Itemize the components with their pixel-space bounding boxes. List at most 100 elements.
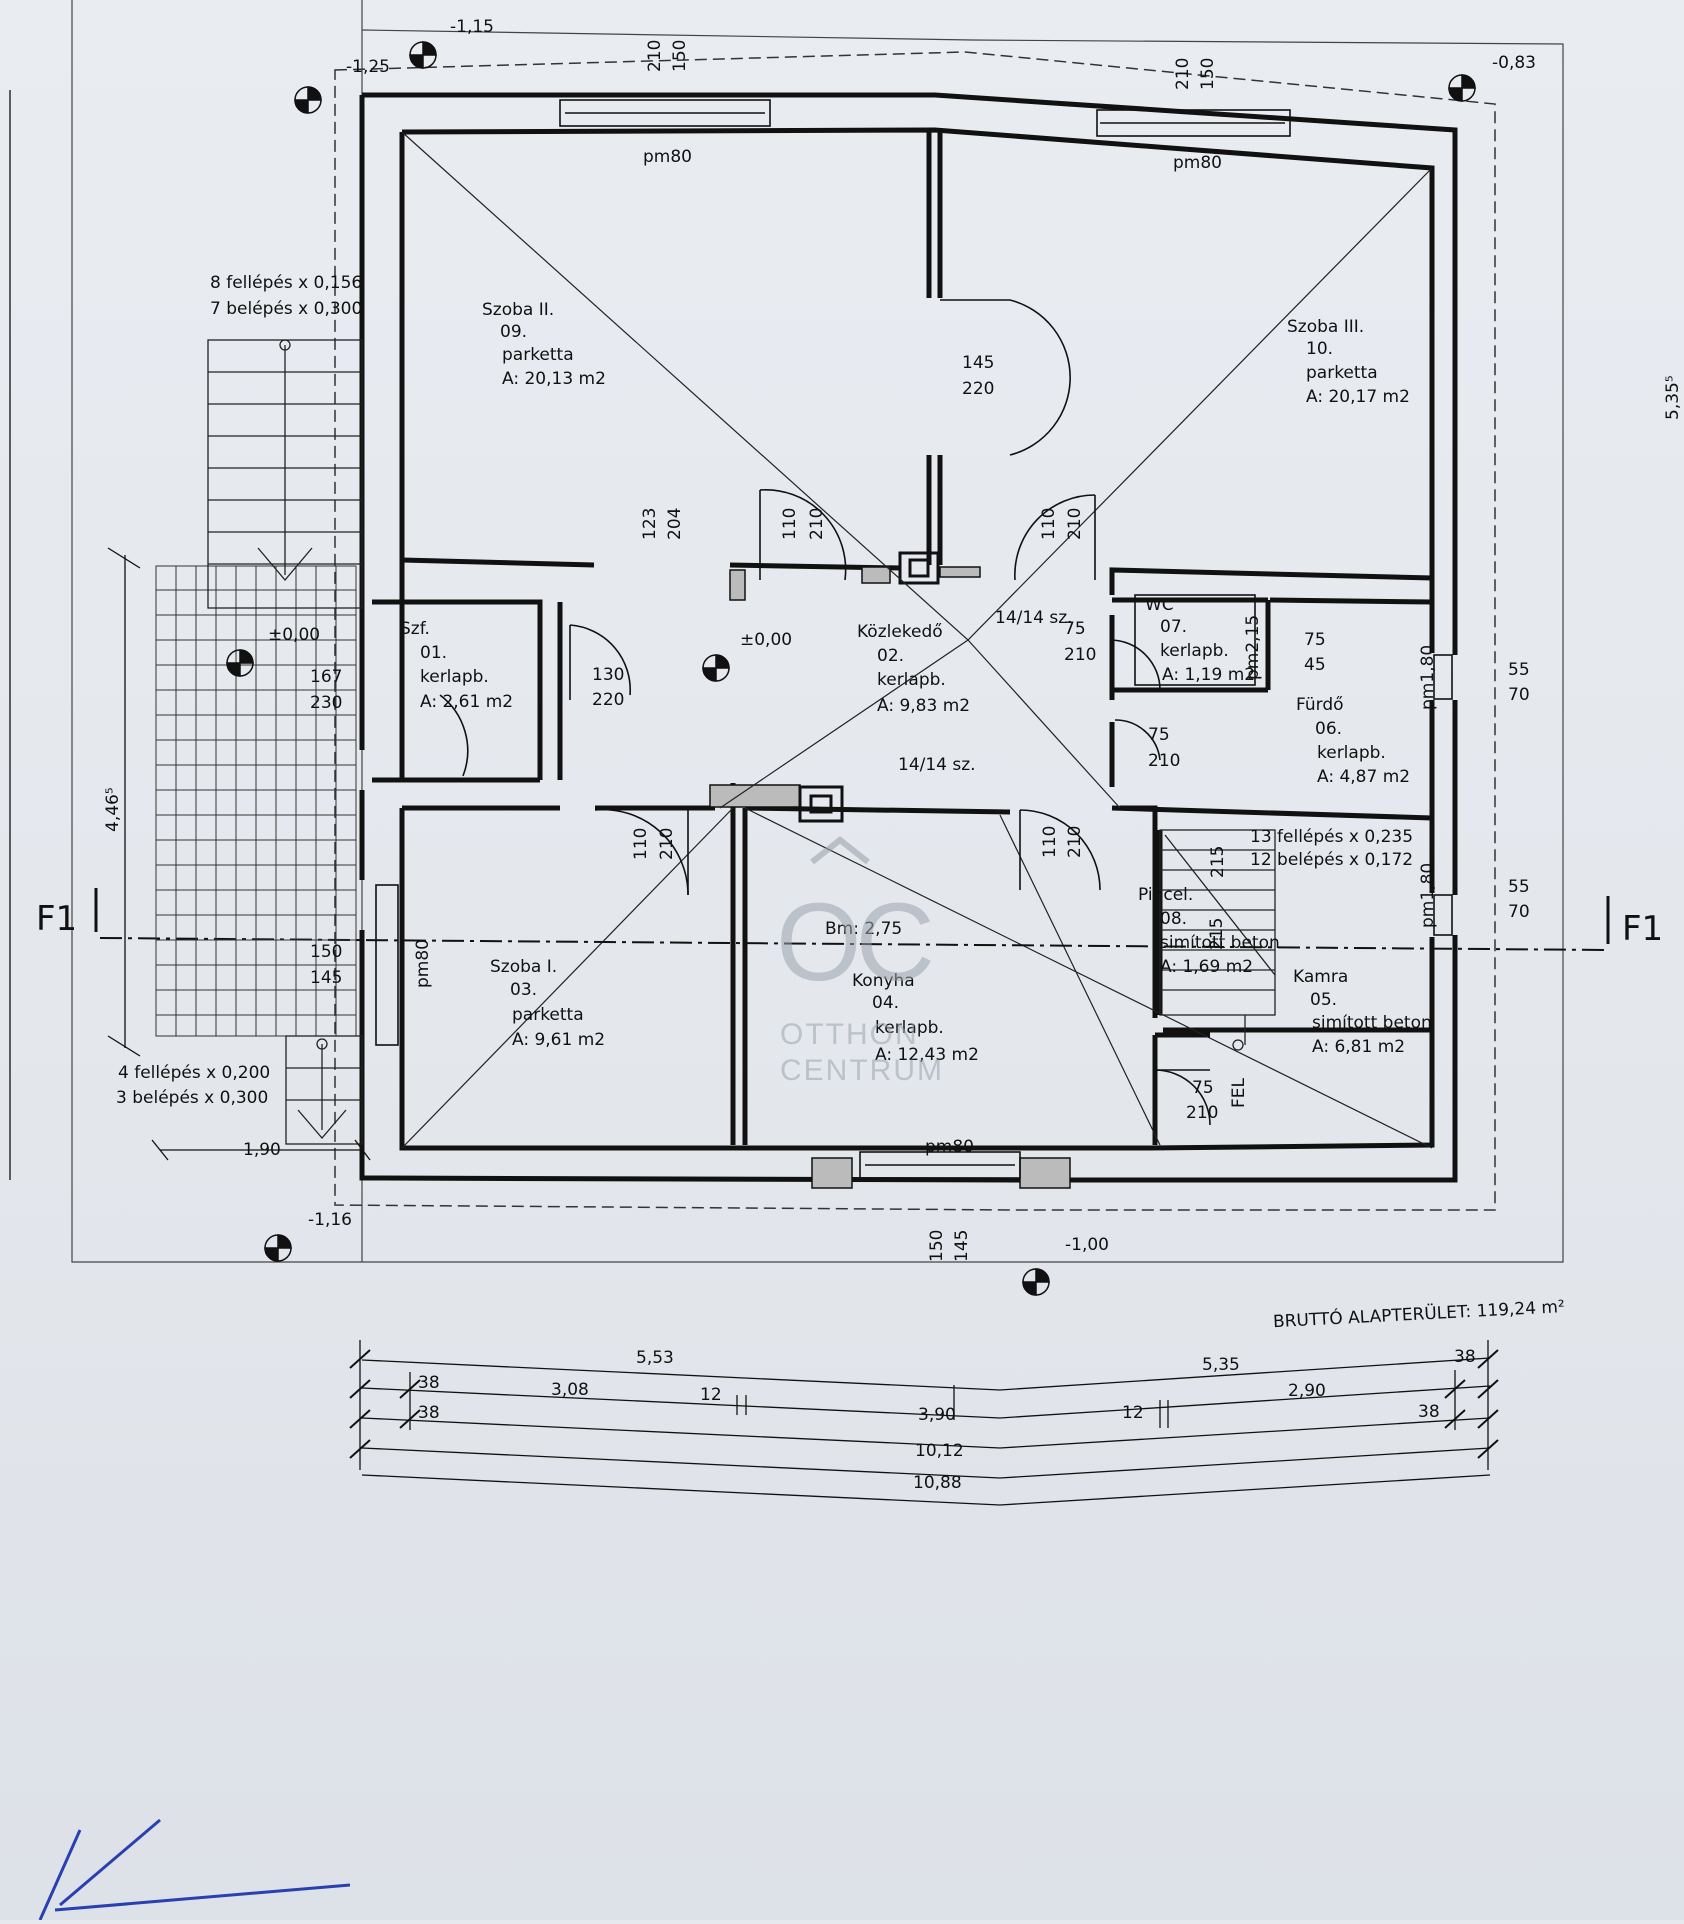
window-dim-pm180a: pm1,80 — [1418, 645, 1438, 710]
watermark-logo: OC — [776, 881, 932, 1004]
door-dim-d5-h: 210 — [1064, 645, 1096, 665]
door-dim-d7-w: 167 — [310, 667, 342, 687]
window-dim-d13-w: 55 — [1508, 660, 1530, 680]
door-dim-d7-h: 230 — [310, 693, 342, 713]
window-dim-d15-h: 145 — [310, 968, 342, 988]
room-name: Szoba III. — [1287, 317, 1364, 337]
watermark-line2: CENTRUM — [780, 1054, 944, 1087]
room-floor: kerlapb. — [877, 670, 946, 690]
stairs-inner-rise: 13 fellépés x 0,235 — [1250, 827, 1413, 847]
chimney-label-bottom: 14/14 sz. — [898, 755, 976, 775]
door-dim-d12-w: 75 — [1304, 630, 1326, 650]
offset-bl: -1,16 — [308, 1210, 352, 1230]
door-dim-d4-w: 123 — [640, 508, 660, 540]
room-floor: kerlapb. — [875, 1018, 944, 1038]
room-pince: Pincel. 08. simított beton A: 1,69 m2 — [1138, 885, 1280, 977]
room-number: 09. — [500, 322, 527, 342]
offset-tr: -0,83 — [1492, 53, 1536, 73]
door-dim-d6-h: 220 — [592, 690, 624, 710]
room-szoba-3: Szoba III. 10. parketta A: 20,17 m2 — [1287, 317, 1410, 407]
room-area: A: 1,69 m2 — [1160, 957, 1253, 977]
room-area: A: 12,43 m2 — [875, 1045, 979, 1065]
room-szf: Szf. 01. kerlapb. A: 2,61 m2 — [400, 619, 513, 712]
door-dim-d3-h: 210 — [1065, 508, 1085, 540]
room-number: 06. — [1315, 719, 1342, 739]
windows — [375, 99, 1453, 1179]
dim-row3a: 38 — [418, 1403, 440, 1423]
dim-row1a: 5,53 — [636, 1348, 674, 1368]
stairs-bottom-rise: 4 fellépés x 0,200 — [118, 1063, 270, 1083]
section-label-left: F1 — [36, 899, 77, 939]
room-number: 10. — [1306, 339, 1333, 359]
room-area: A: 9,83 m2 — [877, 696, 970, 716]
dim-row2f: 38 — [1418, 1402, 1440, 1422]
dim-row5: 10,88 — [913, 1473, 962, 1493]
otthon-centrum-watermark: OC OTTHON CENTRUM — [776, 836, 944, 1087]
door-dim-d9-w: 110 — [631, 828, 651, 860]
ceiling-height: Bm: 2,75 — [825, 919, 902, 939]
dim-right-height: 5,35⁵ — [1663, 375, 1683, 420]
door-swings — [439, 299, 1211, 1126]
room-number: 08. — [1160, 909, 1187, 929]
stairs-up-label: FEL — [1229, 1077, 1249, 1108]
chimney-label-top: 14/14 sz. — [995, 608, 1073, 628]
dim-row3b: 3,90 — [918, 1405, 956, 1425]
window-dim-d17-h: 150 — [1198, 58, 1218, 90]
room-diagonals — [401, 131, 1433, 1149]
window-dim-d18-h: 145 — [952, 1230, 972, 1262]
signature-mark — [38, 1818, 351, 1921]
room-floor: parketta — [1306, 363, 1378, 383]
room-name: WC — [1145, 595, 1174, 615]
window-dim-d16-h: 150 — [670, 40, 690, 72]
door-dim-d8-w: 75 — [1148, 725, 1170, 745]
dim-row2d: 12 — [1122, 1403, 1144, 1423]
dimension-ticks — [349, 1349, 1499, 1459]
section-ticks — [94, 888, 1610, 944]
room-number: 04. — [872, 993, 899, 1013]
door-dim-d12-h: 45 — [1304, 655, 1326, 675]
window-dim-wc: pm2,15 — [1243, 615, 1263, 680]
room-name: Kamra — [1293, 967, 1348, 987]
room-number: 02. — [877, 646, 904, 666]
window-dim-d17-w: 210 — [1173, 58, 1193, 90]
room-floor: kerlapb. — [420, 667, 489, 687]
window-dim-d13-h: 70 — [1508, 685, 1530, 705]
room-number: 03. — [510, 980, 537, 1000]
room-area: A: 1,19 m2 — [1162, 665, 1255, 685]
room-name: Pincel. — [1138, 885, 1193, 905]
room-name: Konyha — [852, 971, 915, 991]
dim-left-height: 4,46⁵ — [103, 787, 123, 832]
room-szoba-1: Szoba I. 03. parketta A: 9,61 m2 — [490, 957, 605, 1050]
outside-stairs — [207, 339, 363, 1145]
room-floor: parketta — [502, 345, 574, 365]
window-dim-pm180b: pm1,80 — [1418, 863, 1438, 928]
room-kamra: Kamra 05. simított beton A: 6,81 m2 — [1293, 967, 1432, 1057]
room-area: A: 20,13 m2 — [502, 369, 606, 389]
door-dim-d20: 215 — [1207, 918, 1227, 950]
dim-row4: 10,12 — [915, 1441, 964, 1461]
door-dim-d11-h: 210 — [1186, 1103, 1218, 1123]
dim-row1b: 5,35 — [1202, 1355, 1240, 1375]
stairs-top-run: 7 belépés x 0,300 — [210, 299, 362, 319]
door-dim-d10-w: 110 — [1040, 826, 1060, 858]
door-dim-d3-w: 110 — [1039, 508, 1059, 540]
door-dim-d9-h: 210 — [657, 828, 677, 860]
room-area: A: 20,17 m2 — [1306, 387, 1410, 407]
door-dim-d1-w: 145 — [962, 353, 994, 373]
room-floor: kerlapb. — [1160, 641, 1229, 661]
gross-area: BRUTTÓ ALAPTERÜLET: 119,24 m² — [1272, 1295, 1565, 1332]
level-marks — [226, 41, 1476, 1296]
window-dim-d14-w: 55 — [1508, 877, 1530, 897]
stairs-inner-run: 12 belépés x 0,172 — [1250, 850, 1413, 870]
room-floor: simított beton — [1312, 1013, 1432, 1033]
window-label-left: pm80 — [643, 147, 692, 167]
door-dim-d11-w: 75 — [1192, 1078, 1214, 1098]
section-line — [99, 937, 1609, 951]
room-szoba-2: Szoba II. 09. parketta A: 20,13 m2 — [482, 300, 606, 389]
door-dim-d4-h: 204 — [665, 508, 685, 540]
door-dim-d8-h: 210 — [1148, 751, 1180, 771]
room-name: Szf. — [400, 619, 430, 639]
room-number: 05. — [1310, 990, 1337, 1010]
